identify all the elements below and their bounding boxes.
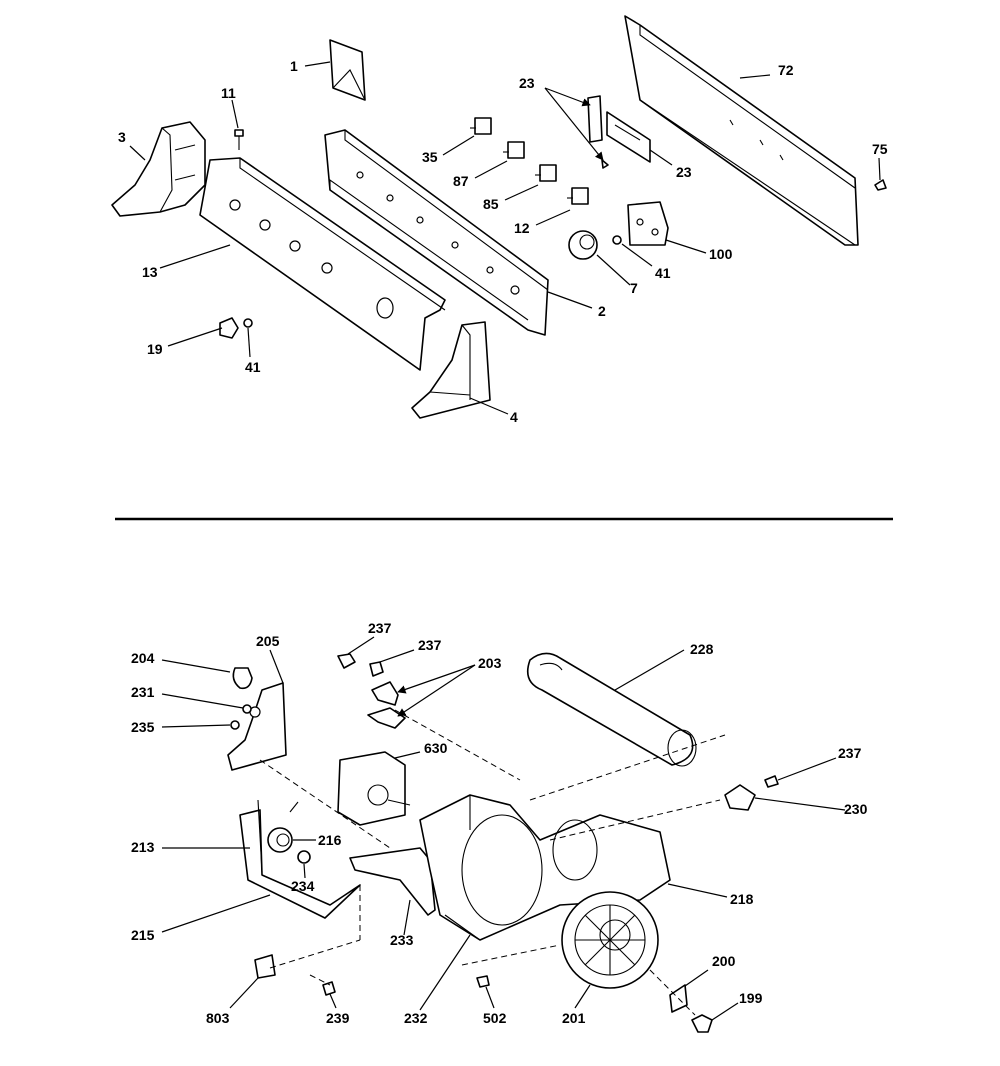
callout-230: 230 xyxy=(844,801,868,817)
callout-75: 75 xyxy=(872,141,888,157)
callout-216: 216 xyxy=(318,832,342,848)
part-35-switch xyxy=(470,117,492,135)
part-204-clamp xyxy=(232,667,253,690)
part-75-screw xyxy=(874,179,887,191)
lower-leaders xyxy=(161,636,846,1021)
callout-630: 630 xyxy=(424,740,448,756)
callout-1: 1 xyxy=(290,58,298,74)
part-3-end-cap-left xyxy=(111,121,206,217)
callout-205: 205 xyxy=(256,633,280,649)
part-203-clamp-b xyxy=(367,707,406,729)
part-205-bracket xyxy=(227,682,287,771)
callout-7: 7 xyxy=(630,280,638,296)
callout-201: 201 xyxy=(562,1010,586,1026)
part-13-control-panel xyxy=(199,157,446,371)
lower-section: 204 205 231 235 237 237 203 228 630 237 … xyxy=(131,620,868,1033)
callout-215: 215 xyxy=(131,927,155,943)
callout-19: 19 xyxy=(147,341,163,357)
part-803-switch xyxy=(254,954,276,979)
callout-23-bottom: 23 xyxy=(676,164,692,180)
part-4-end-cap-right xyxy=(411,321,491,419)
callout-35: 35 xyxy=(422,149,438,165)
callout-237-c: 237 xyxy=(838,745,862,761)
callout-239: 239 xyxy=(326,1010,350,1026)
part-237-screw-b xyxy=(369,661,384,677)
callout-13: 13 xyxy=(142,264,158,280)
callout-11: 11 xyxy=(221,85,236,101)
callout-234: 234 xyxy=(291,878,315,894)
callout-237-a: 237 xyxy=(368,620,392,636)
callout-803: 803 xyxy=(206,1010,230,1026)
part-41-ring-left xyxy=(243,318,253,328)
part-234-nut xyxy=(297,850,311,864)
part-218-blower-housing xyxy=(419,794,671,941)
part-12-switch xyxy=(567,187,589,205)
callout-85: 85 xyxy=(483,196,499,212)
part-237-screw-a xyxy=(337,653,356,669)
callout-231: 231 xyxy=(131,684,155,700)
callout-218: 218 xyxy=(730,891,754,907)
part-23-lamp-holder xyxy=(587,95,651,169)
part-232-rod xyxy=(444,914,481,941)
part-203-clamp-a xyxy=(371,681,399,706)
callout-203: 203 xyxy=(478,655,502,671)
callout-233: 233 xyxy=(390,932,414,948)
callout-237-b: 237 xyxy=(418,637,442,653)
part-72-backsplash xyxy=(624,15,859,246)
upper-leaders xyxy=(129,61,881,415)
part-87-switch xyxy=(503,141,525,159)
callout-87: 87 xyxy=(453,173,469,189)
part-228-duct xyxy=(526,652,697,767)
upper-section: 1 11 3 13 19 41 2 4 35 87 85 12 23 7 41 … xyxy=(111,15,888,425)
callout-2: 2 xyxy=(598,303,606,319)
callout-12: 12 xyxy=(514,220,530,236)
part-230-fitting xyxy=(724,784,756,811)
part-85-switch xyxy=(535,164,557,182)
part-630-motor xyxy=(337,751,411,826)
part-502-screw xyxy=(476,975,490,988)
callout-100: 100 xyxy=(709,246,733,262)
callout-72: 72 xyxy=(778,62,794,78)
part-41-ring-right xyxy=(612,235,622,245)
part-11-screw xyxy=(234,129,244,150)
callout-204: 204 xyxy=(131,650,155,666)
callout-23-top: 23 xyxy=(519,75,535,91)
part-2-panel-bracket xyxy=(324,129,549,336)
part-239-screw xyxy=(322,981,336,996)
callout-199: 199 xyxy=(739,990,763,1006)
part-237-screw-c xyxy=(764,775,779,788)
part-235-fastener xyxy=(230,720,240,730)
part-233-bracket xyxy=(349,847,436,916)
callout-41-left: 41 xyxy=(245,359,261,375)
part-199-bolt xyxy=(691,1014,713,1033)
callout-200: 200 xyxy=(712,953,736,969)
callout-4: 4 xyxy=(510,409,518,425)
callout-3: 3 xyxy=(118,129,126,145)
callout-213: 213 xyxy=(131,839,155,855)
part-1-literature xyxy=(329,39,366,101)
part-100-timer xyxy=(627,201,669,246)
part-19-knob xyxy=(219,317,239,339)
assembly-dashed-lines xyxy=(259,709,726,1016)
part-201-blower-wheel xyxy=(561,891,659,989)
part-7-timer-knob xyxy=(568,230,598,260)
part-231-fastener xyxy=(242,704,252,714)
part-213-215-harness xyxy=(239,799,361,919)
part-216-thermostat xyxy=(267,801,299,853)
callout-232: 232 xyxy=(404,1010,428,1026)
callout-41-right: 41 xyxy=(655,265,671,281)
callout-502: 502 xyxy=(483,1010,507,1026)
callout-228: 228 xyxy=(690,641,714,657)
callout-235: 235 xyxy=(131,719,155,735)
